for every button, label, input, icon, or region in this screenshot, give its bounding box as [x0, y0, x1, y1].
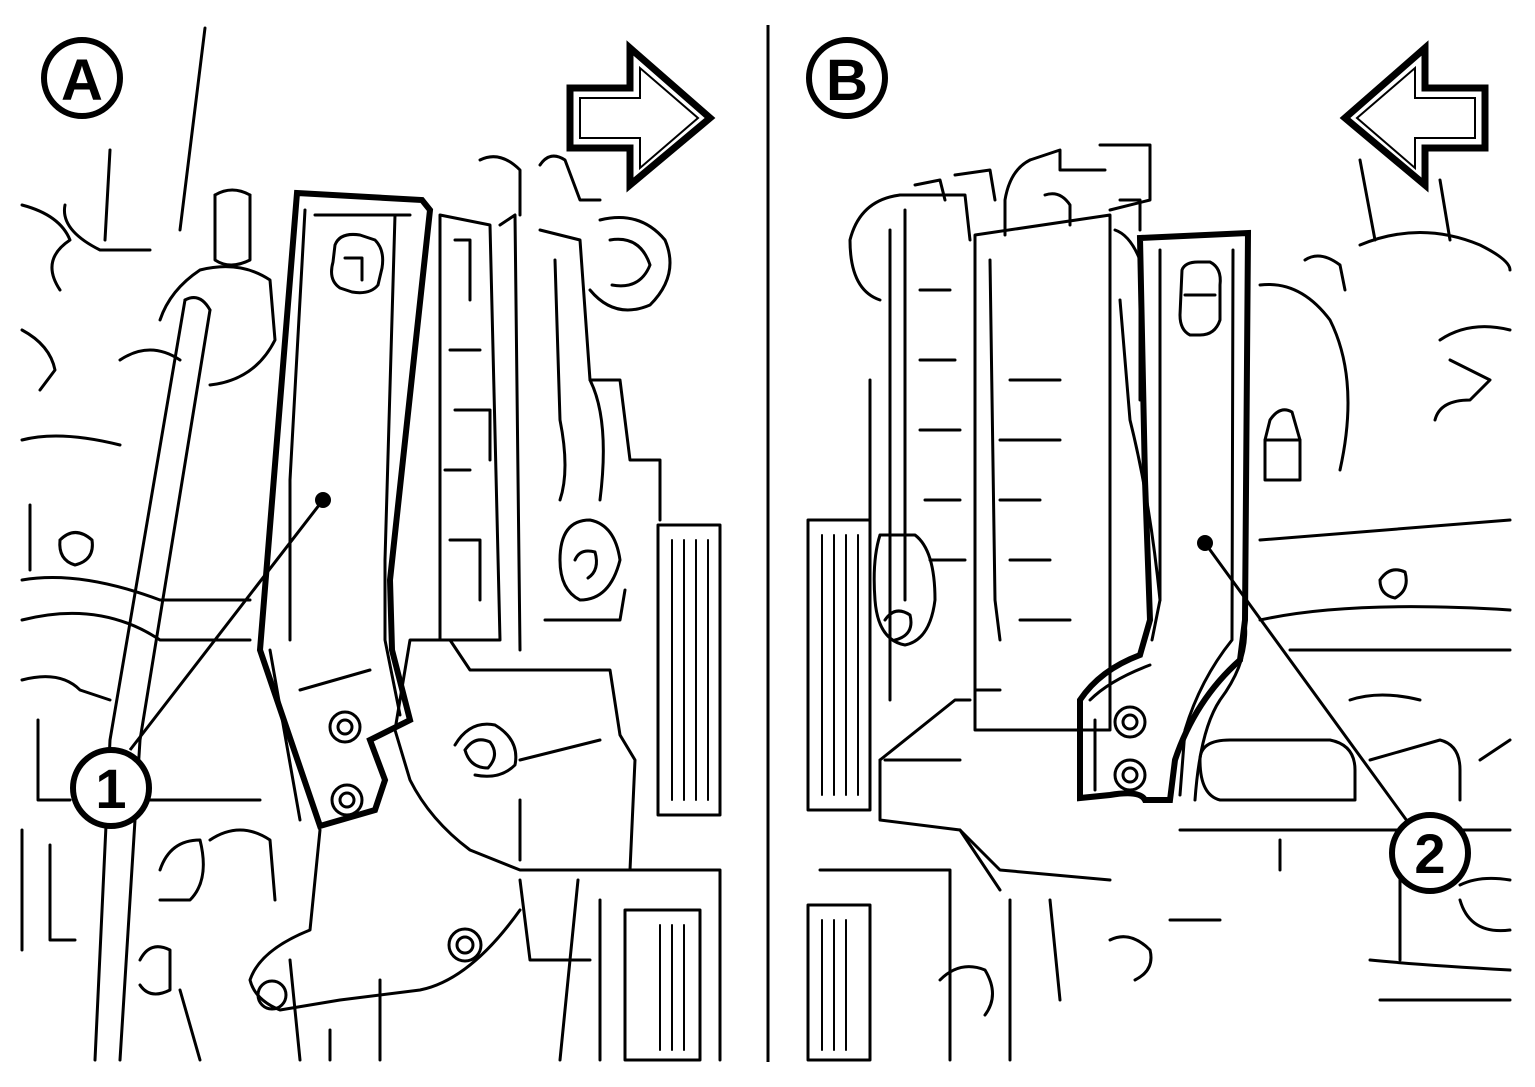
callout-2-number: 2: [1414, 822, 1445, 885]
panel-b-right-linework: [1178, 158, 1512, 1002]
panel-b-direction-arrow: [1339, 40, 1489, 193]
panel-a: A 1: [20, 26, 722, 1062]
bracket-2-bolt-lower: [1113, 758, 1147, 792]
panel-b-engine-linework: [806, 168, 1222, 1062]
panel-a-direction-arrow: [566, 40, 716, 193]
panel-b-cover-linework: [973, 143, 1162, 732]
panel-a-label: A: [61, 48, 103, 113]
bracket-2-bolt-upper: [1113, 705, 1147, 739]
panel-b: B 2: [806, 37, 1512, 1062]
panel-b-label: B: [826, 48, 868, 113]
callout-1-leader: [128, 499, 325, 751]
callout-1-dot: [315, 492, 331, 508]
callout-2-dot: [1197, 535, 1213, 551]
panel-a-engine-linework: [20, 26, 382, 1062]
bracket-1-outline: [256, 189, 434, 830]
panel-a-lower-cover: [393, 638, 637, 872]
callout-1-number: 1: [95, 757, 126, 820]
callout-1-circle: [70, 747, 152, 829]
panel-a-label-circle: [41, 37, 123, 119]
callout-2-leader: [1203, 542, 1412, 826]
bracket-1-bolt-lower: [330, 783, 364, 817]
bracket-1-bolt-upper: [328, 710, 362, 744]
callout-2-circle: [1389, 812, 1471, 894]
panel-a-cover-linework: [438, 154, 722, 1062]
panel-b-label-circle: [806, 37, 888, 119]
bracket-2-outline: [1077, 229, 1252, 803]
